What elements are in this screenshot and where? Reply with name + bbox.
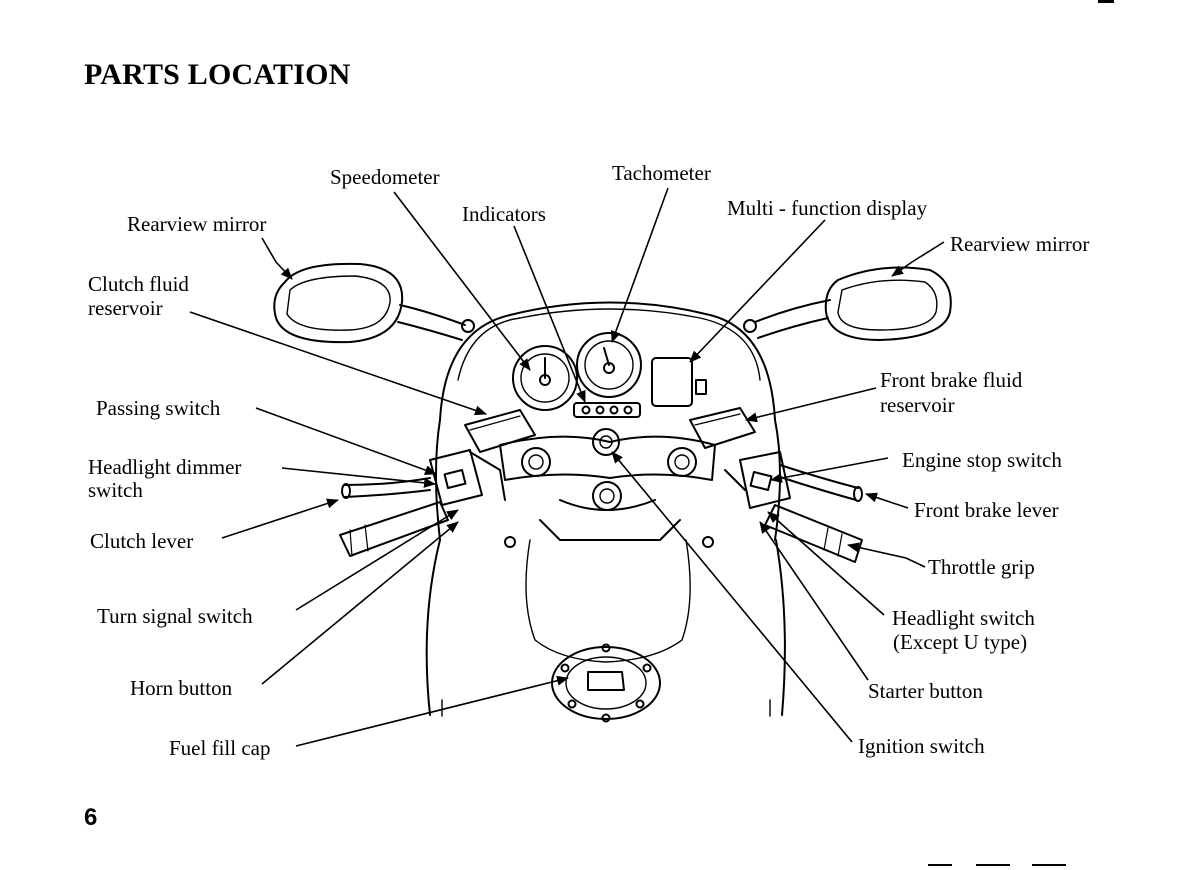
label-indicators: Indicators <box>462 202 546 226</box>
label-front-brake-fluid-reservoir-line2: reservoir <box>880 393 955 417</box>
label-turn-signal-switch: Turn signal switch <box>97 604 253 628</box>
leader-ignition-switch <box>611 451 853 743</box>
leader-multi-function-display <box>689 219 826 363</box>
fairing-drawing <box>435 301 781 541</box>
footer-rule-2 <box>976 864 1010 866</box>
label-tachometer: Tachometer <box>612 161 711 185</box>
label-headlight-switch-line2: (Except U type) <box>893 630 1028 654</box>
leader-horn-button <box>261 521 459 685</box>
label-clutch-fluid-reservoir-line1: Clutch fluid <box>88 272 189 296</box>
leader-rearview-mirror-left <box>261 237 293 280</box>
leader-front-brake-fluid-reservoir <box>745 387 877 423</box>
leader-throttle-grip <box>847 542 926 568</box>
instrument-panel-drawing <box>512 332 707 418</box>
label-rearview-mirror-left: Rearview mirror <box>127 212 267 236</box>
label-starter-button: Starter button <box>868 679 983 703</box>
leader-passing-switch <box>255 407 437 475</box>
leader-headlight-dimmer-switch <box>281 467 436 488</box>
label-rearview-mirror-right: Rearview mirror <box>950 232 1090 256</box>
label-engine-stop-switch: Engine stop switch <box>902 448 1062 472</box>
leader-front-brake-lever <box>865 492 909 509</box>
left-controls-drawing <box>339 409 536 557</box>
label-headlight-dimmer-switch-line1: Headlight dimmer <box>88 455 242 479</box>
leader-clutch-fluid-reservoir <box>189 311 487 416</box>
label-clutch-fluid-reservoir-line2: reservoir <box>88 296 163 320</box>
label-speedometer: Speedometer <box>330 165 440 189</box>
page-title: PARTS LOCATION <box>84 58 351 91</box>
leader-rearview-mirror-right <box>891 241 945 277</box>
leader-tachometer <box>611 187 669 343</box>
label-multi-function-display: Multi - function display <box>727 196 928 220</box>
triple-clamp-drawing <box>499 428 716 548</box>
label-fuel-fill-cap: Fuel fill cap <box>169 736 271 760</box>
label-clutch-lever: Clutch lever <box>90 529 194 553</box>
leader-indicators <box>513 225 586 403</box>
page-number: 6 <box>84 804 98 831</box>
leader-speedometer <box>393 191 531 371</box>
leader-engine-stop-switch <box>770 457 889 483</box>
footer-rule-3 <box>1032 864 1066 866</box>
label-headlight-dimmer-switch-line2: switch <box>88 478 143 502</box>
footer-rule-1 <box>928 864 952 866</box>
label-front-brake-lever: Front brake lever <box>914 498 1059 522</box>
left-mirror-drawing <box>273 262 475 344</box>
label-passing-switch: Passing switch <box>96 396 221 420</box>
label-ignition-switch: Ignition switch <box>858 734 985 758</box>
right-mirror-drawing <box>743 266 952 341</box>
leader-clutch-lever <box>221 498 339 539</box>
corner-registration-mark <box>1098 0 1114 3</box>
label-headlight-switch-line1: Headlight switch <box>892 606 1035 630</box>
label-throttle-grip: Throttle grip <box>928 555 1035 579</box>
leader-starter-button <box>759 521 869 681</box>
fuel-tank-drawing <box>425 539 786 717</box>
leader-fuel-fill-cap <box>295 675 569 747</box>
leader-headlight-switch <box>767 511 885 616</box>
label-horn-button: Horn button <box>130 676 233 700</box>
label-front-brake-fluid-reservoir-line1: Front brake fluid <box>880 368 1023 392</box>
leader-turn-signal-switch <box>295 509 459 611</box>
right-controls-drawing <box>689 407 863 563</box>
